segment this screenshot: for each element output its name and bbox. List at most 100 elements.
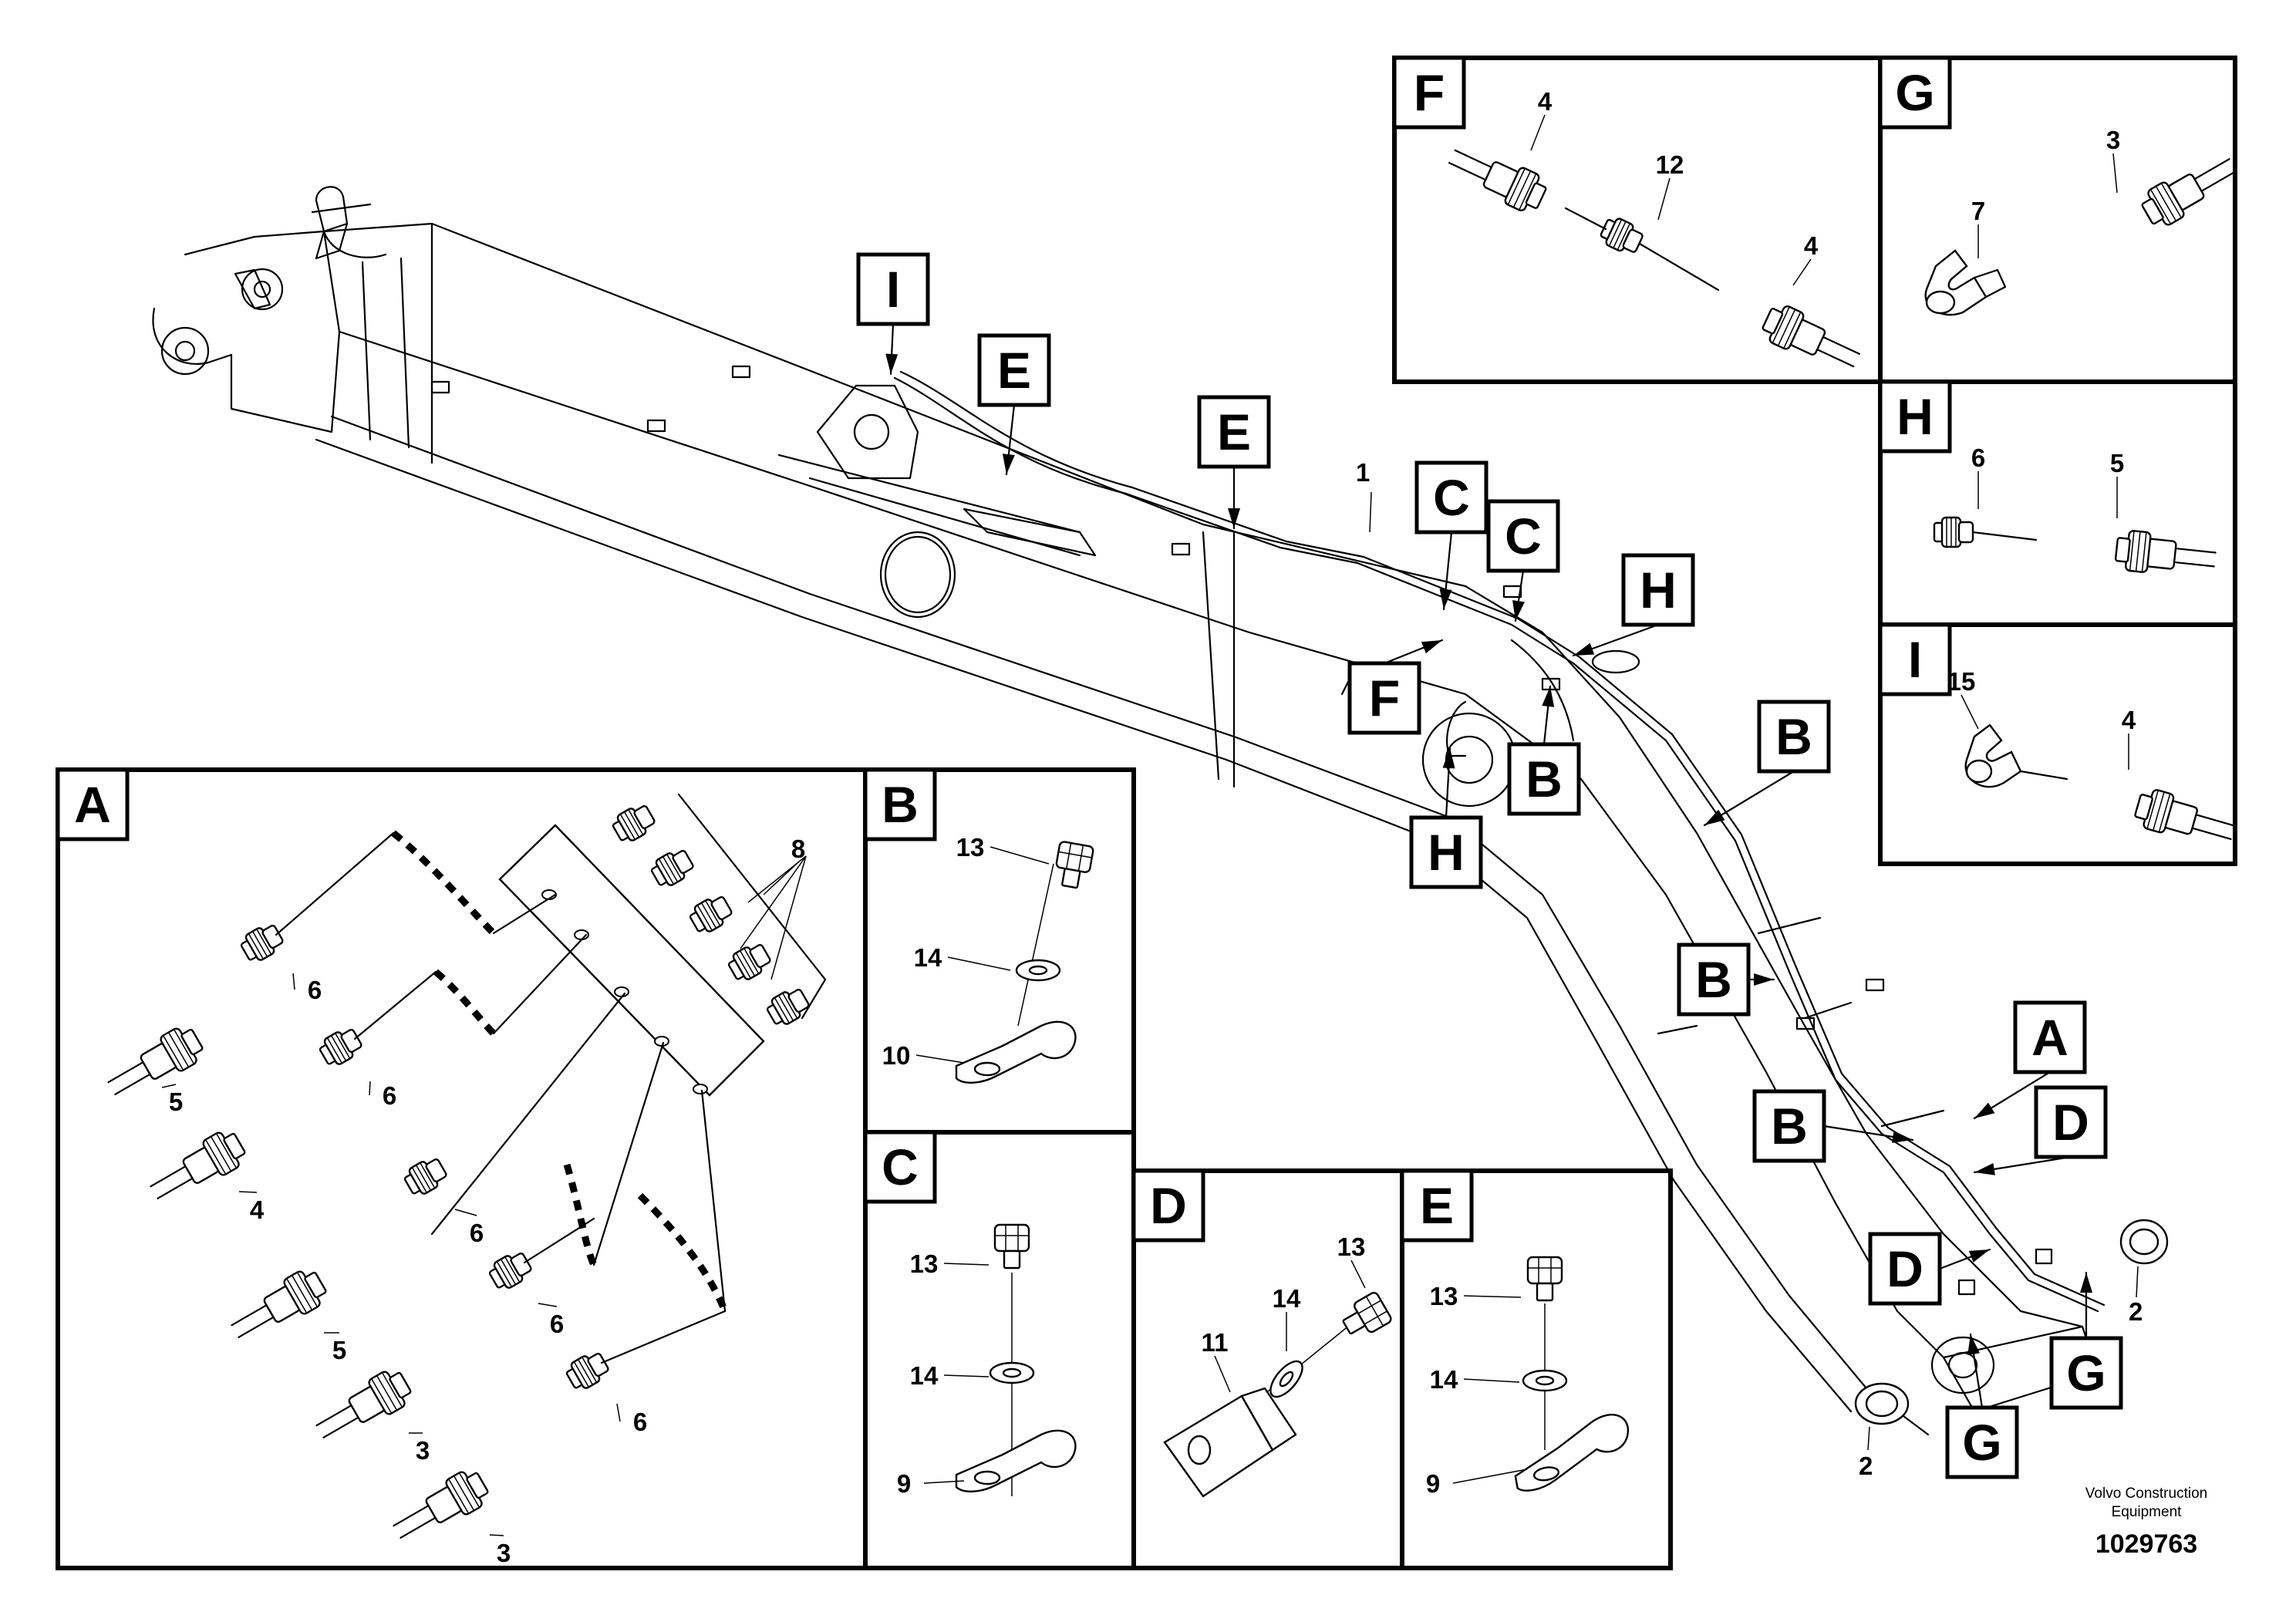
part-number: 11 — [1202, 1328, 1231, 1393]
part-number: 14 — [1430, 1365, 1520, 1394]
part-number-text: 6 — [1971, 443, 1985, 472]
callout-box — [2034, 1085, 2108, 1159]
part-number-leader — [292, 973, 295, 990]
part-number: 5 — [161, 1084, 183, 1116]
callout-letter: E — [997, 342, 1031, 399]
callout-tag-b: B — [1507, 685, 1581, 816]
part-number: 10 — [882, 1041, 965, 1070]
part-number-leader — [1792, 258, 1812, 286]
callout-arrowhead — [1002, 454, 1015, 474]
part-number-text: 15 — [1947, 667, 1976, 696]
callout-tag-h: H — [1409, 747, 1483, 889]
callout-letter: G — [1962, 1414, 2001, 1471]
callout-box — [1945, 1405, 2019, 1479]
callout-box — [1677, 943, 1751, 1017]
panel-e-label: E — [1420, 1177, 1454, 1234]
callout-letter: B — [1695, 951, 1732, 1008]
callout-letter: A — [2031, 1009, 2068, 1066]
part-number: 4 — [1792, 231, 1819, 286]
part-number: 15 — [1947, 667, 1979, 730]
part-number: 3 — [2106, 126, 2120, 194]
panel-g-label: G — [1895, 64, 1934, 121]
part-number-leader — [616, 1403, 621, 1422]
credit-line-1: Volvo Construction — [2085, 1485, 2207, 1502]
callout-box — [1757, 700, 1831, 774]
part-number: 13 — [1337, 1233, 1366, 1289]
callout-box — [977, 333, 1051, 407]
part-number: 5 — [324, 1332, 346, 1364]
part-number-text: 14 — [1430, 1365, 1458, 1394]
callout-letter: B — [1775, 708, 1812, 765]
callout-box — [1414, 460, 1489, 534]
callout-tag-b: B — [1677, 943, 1775, 1017]
callout-arrowhead — [1421, 640, 1442, 654]
part-number-text: 5 — [169, 1088, 183, 1116]
part-number-leader — [1530, 114, 1546, 151]
part-number-text: 13 — [910, 1249, 939, 1278]
part-number-leader — [1350, 1259, 1366, 1289]
part-number-leader — [1214, 1355, 1231, 1393]
callout-arrowhead — [1228, 508, 1240, 528]
part-number-text: 3 — [2106, 126, 2120, 154]
callout-arrowhead — [1573, 642, 1595, 656]
part-number-text: 3 — [497, 1539, 511, 1567]
boom-drawing — [152, 186, 2169, 1436]
part-number-text: 11 — [1202, 1328, 1229, 1357]
callout-box — [1197, 395, 1271, 469]
callout-letter: C — [1505, 508, 1542, 565]
part-number-text: 6 — [550, 1310, 564, 1338]
part-number-text: 12 — [1656, 150, 1684, 179]
part-number: 9 — [897, 1469, 965, 1498]
callout-letter: D — [2052, 1094, 2089, 1151]
callout-letter: H — [1428, 824, 1465, 881]
part-number-text: 14 — [914, 943, 942, 972]
part-number: 12 — [1656, 150, 1684, 221]
part-number-text: 14 — [910, 1361, 939, 1390]
detail-panel-i: I — [1878, 622, 2240, 866]
part-number-leader — [990, 846, 1050, 865]
callout-arrowhead — [1892, 1131, 1913, 1143]
detail-panel-g: G — [1878, 56, 2244, 384]
callout-box — [1868, 1232, 1942, 1306]
callout-tag-f: F — [1347, 639, 1444, 735]
part-number-text: 3 — [416, 1436, 430, 1465]
callout-arrowhead — [1512, 600, 1525, 621]
detail-panel-d: D — [1131, 1168, 1404, 1570]
part-number-leader — [943, 1263, 990, 1266]
callout-tag-e: E — [1197, 395, 1271, 530]
part-number-text: 14 — [1273, 1284, 1301, 1313]
detail-panel-e: E — [1400, 1168, 1673, 1570]
part-number-text: 6 — [308, 976, 322, 1004]
part-number-leader — [1961, 694, 1979, 730]
part-number-text: 4 — [250, 1195, 265, 1224]
callout-box — [856, 252, 930, 326]
part-number-text: 4 — [1538, 87, 1553, 116]
detail-panel-f: F — [1392, 56, 1883, 384]
panel-f-label: F — [1414, 64, 1445, 121]
detail-panel-h: H — [1878, 379, 2237, 627]
bushing-right — [2119, 1219, 2169, 1265]
part-number-leader — [943, 1374, 990, 1378]
callout-arrowhead — [1974, 1162, 1995, 1175]
part-number: 6 — [616, 1403, 647, 1436]
callout-box — [1347, 661, 1421, 735]
part-number: 3 — [489, 1534, 511, 1567]
part-number-text: 9 — [897, 1469, 911, 1498]
callout-letter: G — [2066, 1344, 2106, 1401]
part-number: 4 — [1530, 87, 1553, 151]
part-number-text: 9 — [1426, 1469, 1440, 1498]
callout-box — [2049, 1336, 2123, 1410]
callout-tag-i: I — [856, 252, 930, 376]
hose-number: 1 — [1356, 458, 1370, 487]
part-number-text: 10 — [882, 1041, 911, 1070]
part-number: 6 — [1971, 443, 1985, 509]
part-number: 14 — [910, 1361, 990, 1390]
callout-tag-c: C — [1486, 499, 1560, 622]
part-number-text: 5 — [332, 1336, 346, 1364]
callout-tag-d: D — [1868, 1232, 1991, 1306]
panel-d-label: D — [1150, 1177, 1187, 1234]
part-number-leader — [538, 1303, 558, 1307]
callout-letter: B — [1771, 1098, 1808, 1155]
callout-tag-a: A — [1973, 1000, 2087, 1120]
callout-arrowhead — [1704, 809, 1725, 825]
